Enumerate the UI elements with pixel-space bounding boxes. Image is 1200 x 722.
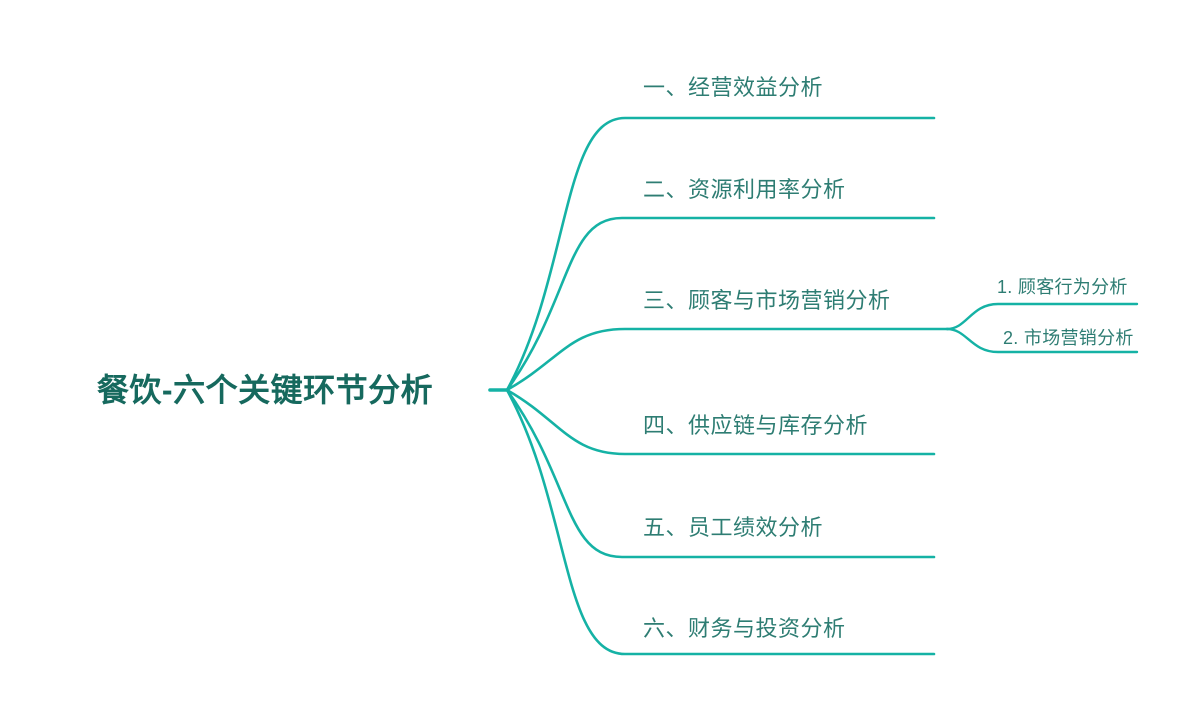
connector-branch-2 — [505, 216, 936, 392]
connector-branch-1 — [505, 116, 936, 392]
branch-node-5[interactable]: 五、员工绩效分析 — [643, 515, 824, 540]
branch-node-6[interactable]: 六、财务与投资分析 — [643, 616, 846, 641]
branch-node-3[interactable]: 三、顾客与市场营销分析 — [643, 288, 891, 313]
branch-node-1[interactable]: 一、经营效益分析 — [643, 75, 824, 100]
connector-branch-3 — [505, 327, 949, 392]
sub-node-3-2[interactable]: 2. 市场营销分析 — [1003, 328, 1134, 348]
connector-sub-branch-3-2 — [945, 327, 1139, 354]
connector-branch-5 — [505, 388, 936, 559]
connector-branch-4 — [505, 388, 936, 456]
branch-node-4[interactable]: 四、供应链与库存分析 — [643, 413, 869, 438]
connector-branch-6 — [505, 388, 936, 656]
root-node[interactable]: 餐饮-六个关键环节分析 — [96, 372, 434, 408]
branch-node-2[interactable]: 二、资源利用率分析 — [643, 177, 846, 202]
sub-node-3-1[interactable]: 1. 顾客行为分析 — [997, 277, 1128, 297]
connector-sub-branch-3-1 — [945, 302, 1139, 331]
